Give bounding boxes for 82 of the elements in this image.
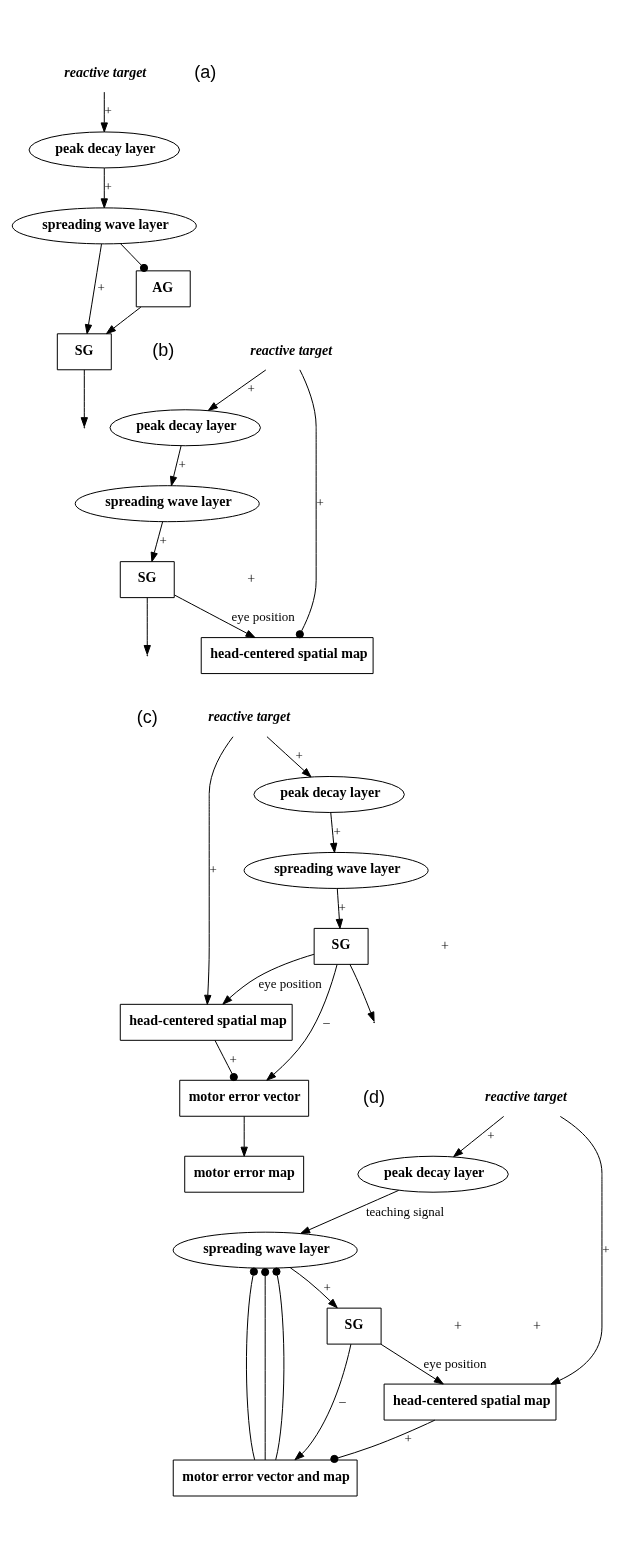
label: (d) xyxy=(363,1086,386,1107)
arrow xyxy=(380,1343,444,1384)
node-box: head-centered spatial map xyxy=(119,1003,293,1041)
label: (a) xyxy=(194,61,217,82)
arrow xyxy=(84,243,102,334)
node-text: reactive target xyxy=(485,1088,567,1104)
edge-label: + xyxy=(487,1127,495,1143)
arrow xyxy=(150,520,164,562)
arrow xyxy=(289,1266,338,1308)
connector xyxy=(272,1267,285,1460)
arrow xyxy=(330,811,338,853)
edge-label: + xyxy=(104,102,112,118)
arrow xyxy=(207,368,267,411)
edge-label: + xyxy=(159,532,167,548)
label: + xyxy=(533,1317,541,1333)
arrow xyxy=(294,1343,352,1460)
edge-label: + xyxy=(323,1279,331,1295)
edge-label: + xyxy=(602,1241,610,1257)
edge-label: + xyxy=(333,823,341,839)
label: + xyxy=(441,937,449,953)
node-box: head-centered spatial map xyxy=(200,636,374,674)
node-ellipse: peak decay layer xyxy=(109,408,261,446)
edge-label: + xyxy=(247,380,255,396)
arrow xyxy=(174,594,256,638)
node-box: SG xyxy=(119,560,175,598)
arrow xyxy=(300,1189,400,1234)
edge-label: + xyxy=(178,456,186,472)
arrow xyxy=(169,444,182,486)
arrow xyxy=(222,953,315,1005)
edge-label: + xyxy=(404,1430,412,1446)
edge-label: + xyxy=(97,279,105,295)
arrow xyxy=(266,963,338,1081)
edge-label: + xyxy=(104,178,112,194)
edge-label: eye position xyxy=(258,975,322,991)
arrow xyxy=(240,1115,248,1157)
connector xyxy=(330,1419,436,1463)
arrow xyxy=(550,1115,603,1385)
label: + xyxy=(247,570,256,586)
arrow xyxy=(335,887,343,929)
node-text: reactive target xyxy=(208,708,291,724)
edge-label: teaching signal xyxy=(365,1203,445,1219)
node-ellipse: peak decay layer xyxy=(357,1155,509,1193)
node-ellipse: spreading wave layer xyxy=(74,484,260,522)
arrow xyxy=(106,306,142,334)
node-box: SG xyxy=(56,332,112,370)
node-box: head-centered spatial map xyxy=(383,1383,557,1421)
node-ellipse: spreading wave layer xyxy=(11,206,197,244)
connector xyxy=(245,1267,258,1460)
edge-label: + xyxy=(295,747,303,763)
node-text: reactive target xyxy=(64,64,147,80)
connector xyxy=(120,242,149,272)
edge-label: + xyxy=(209,861,217,877)
node-ellipse: peak decay layer xyxy=(28,130,181,168)
edge-label: eye position xyxy=(231,608,295,624)
node-box: SG xyxy=(326,1307,382,1345)
label: (b) xyxy=(152,339,175,360)
node-ellipse: peak decay layer xyxy=(253,775,405,813)
arrow xyxy=(453,1115,505,1157)
node-ellipse: spreading wave layer xyxy=(243,851,429,889)
arrow xyxy=(266,735,312,777)
node-box: motor error vector xyxy=(179,1079,310,1117)
connector xyxy=(295,368,317,638)
arrow xyxy=(204,735,234,1005)
node-box: motor error vector and map xyxy=(172,1459,358,1496)
label: (c) xyxy=(136,706,158,727)
edge-label: eye position xyxy=(423,1354,487,1370)
node-box: AG xyxy=(135,269,191,307)
node-text: reactive target xyxy=(250,341,333,357)
node-box: SG xyxy=(313,927,369,965)
node-ellipse: spreading wave layer xyxy=(172,1231,358,1269)
edge-label: + xyxy=(229,1051,237,1067)
node-box: motor error map xyxy=(184,1155,305,1193)
arrow xyxy=(100,91,108,132)
edge-label: – xyxy=(323,1013,330,1029)
arrow xyxy=(100,167,108,208)
arrow xyxy=(80,368,88,427)
connector xyxy=(214,1039,238,1081)
edge-label: + xyxy=(316,494,324,510)
edge-label: + xyxy=(338,899,346,915)
connector xyxy=(261,1267,270,1460)
edge-label: – xyxy=(339,1392,346,1408)
label: + xyxy=(454,1317,462,1333)
